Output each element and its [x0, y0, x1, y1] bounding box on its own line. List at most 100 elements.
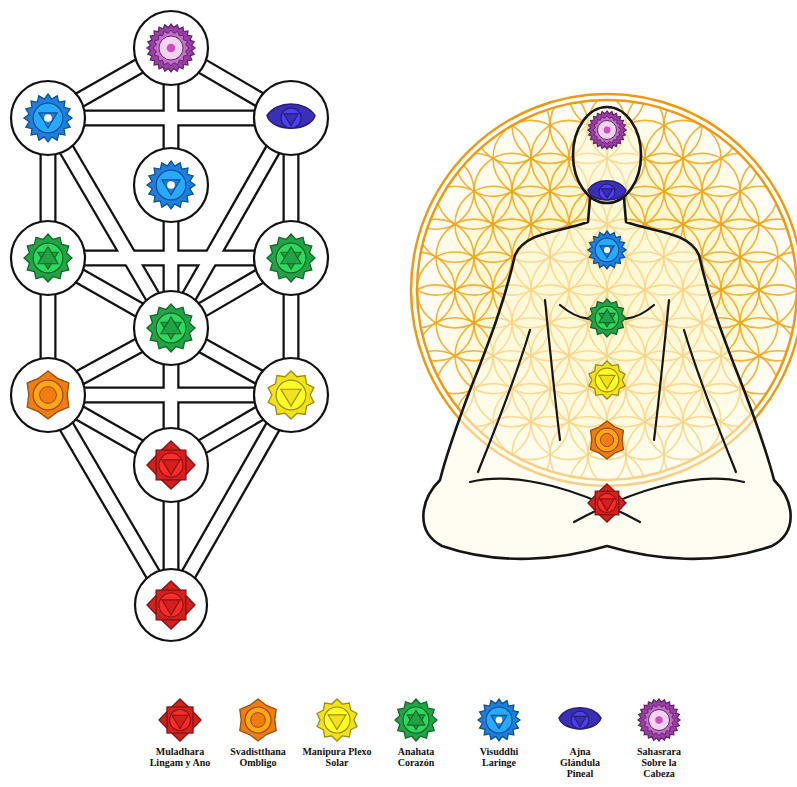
sephirah-circle [254, 221, 328, 295]
chakra-symbol [638, 699, 680, 741]
chakra-symbol [559, 708, 601, 729]
chakra-symbol [588, 111, 626, 149]
chakra-symbol [317, 699, 357, 741]
sephirah-circle [11, 358, 85, 432]
figure-chakras [588, 111, 626, 522]
chakra-symbol [475, 696, 523, 744]
chakra-symbol [24, 94, 72, 142]
chakra-symbol [649, 710, 670, 731]
chakra-symbol [268, 371, 314, 419]
chakra-symbol [156, 170, 186, 200]
chakra-symbol [588, 231, 626, 269]
meditation-figure [379, 55, 797, 559]
chakra-symbol [40, 387, 57, 404]
chakra-symbol [604, 247, 610, 253]
chakra-symbol [588, 111, 626, 149]
chakra-symbol [281, 108, 301, 128]
chakra-symbol [588, 299, 626, 337]
chakra-symbol [324, 707, 350, 733]
chakra-symbol [604, 127, 611, 134]
sephirah-circle [134, 428, 208, 502]
legend-label: Ajna Glándula Pineal [551, 746, 609, 779]
chakra-symbol [276, 380, 306, 410]
chakra-symbol [407, 710, 425, 725]
chakra-symbol [240, 699, 276, 741]
chakra-symbol [595, 368, 619, 392]
legend-entry: Sahasrara Sobre la Cabeza [630, 696, 688, 779]
sephirah-circle [135, 569, 207, 641]
legend-label: Anahata Corazón [384, 746, 448, 768]
chakra-symbol [598, 121, 617, 140]
chakra-symbol [588, 484, 626, 522]
chakra-symbol [600, 246, 614, 258]
chakra-symbol [147, 24, 195, 72]
body-outline [654, 300, 669, 440]
chakra-symbol [159, 593, 183, 617]
chakra-symbol [33, 380, 63, 410]
chakra-symbol [147, 441, 195, 489]
chakra-symbol [595, 491, 619, 515]
chakra-symbol [147, 581, 195, 629]
chakra-symbol [328, 715, 346, 730]
chakra-symbol [638, 699, 680, 741]
chakra-symbol [403, 707, 429, 733]
sephirah-circle [134, 11, 208, 85]
chakra-symbol [588, 181, 626, 200]
chakra-symbol [159, 453, 183, 477]
body-outline [684, 330, 736, 472]
chakra-symbol [478, 699, 520, 741]
chakra-symbol [395, 699, 437, 741]
legend-entry: Muladhara Lingam y Ano [140, 696, 220, 768]
chakra-symbol [147, 304, 195, 352]
sephirah-circle [254, 358, 328, 432]
chakra-symbol [591, 421, 624, 459]
chakra-symbol [159, 699, 201, 741]
chakra-symbol [281, 389, 301, 406]
chakra-symbol [159, 699, 201, 741]
chakra-symbol [635, 696, 683, 744]
chakra-symbol [486, 707, 512, 733]
chakra-symbol [156, 313, 186, 343]
body-outline [545, 300, 560, 440]
chakra-symbol [24, 94, 72, 142]
chakra-symbol [395, 699, 437, 741]
chakra-symbol [159, 36, 183, 60]
legend-entry: Ajna Glándula Pineal [551, 696, 609, 779]
chakra-symbol [588, 299, 626, 337]
legend-entry: Visuddhi Laringe [467, 696, 531, 768]
chakra-symbol [147, 161, 195, 209]
legend-label: Visuddhi Laringe [467, 746, 531, 768]
chakra-symbol [245, 707, 271, 733]
chakra-symbol [147, 304, 195, 352]
chakra-symbol [478, 699, 520, 741]
chakra-symbol [156, 696, 204, 744]
chakra-symbol [156, 590, 186, 620]
chakra-symbol [655, 716, 663, 724]
sephirah-circle [11, 221, 85, 295]
chakra-symbol [600, 433, 613, 446]
chakra-symbol [556, 696, 604, 744]
sephirah-circle [134, 291, 208, 365]
chakra-symbol [156, 450, 186, 480]
chakra-symbol [595, 238, 619, 262]
chakra-symbol [589, 361, 625, 399]
legend-label: Muladhara Lingam y Ano [140, 746, 220, 768]
chakra-symbol [284, 114, 298, 126]
legend-entry: Anahata Corazón [384, 696, 448, 768]
legend-label: Svadistthana Ombligo [218, 746, 298, 768]
legend-entry: Manipura Plexo Solar [302, 696, 372, 768]
body-outline [573, 107, 641, 203]
body-outline [423, 107, 790, 559]
chakra-symbol [147, 441, 195, 489]
chakra-symbol [496, 717, 503, 724]
sephirah-circle [11, 81, 85, 155]
chakra-symbol [27, 371, 69, 419]
chakra-symbol [147, 24, 195, 72]
chakra-symbol [392, 696, 440, 744]
tree-of-life [11, 11, 328, 641]
chakra-symbol [599, 375, 615, 388]
chakra-symbol [574, 716, 586, 726]
body-outline [423, 198, 790, 559]
